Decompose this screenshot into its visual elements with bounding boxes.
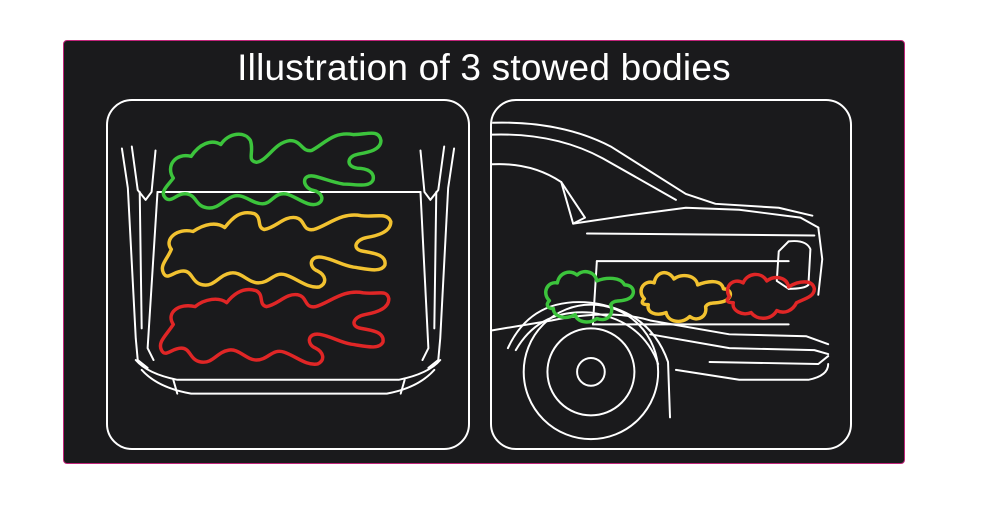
body-1-green-stowed xyxy=(544,269,636,324)
body-2-yellow-layer xyxy=(160,211,393,289)
trunk-interior-panel xyxy=(106,99,470,450)
diagram-board: Illustration of 3 stowed bodies xyxy=(63,40,905,464)
rear-wheel xyxy=(522,303,660,441)
body-3-red-stowed xyxy=(725,272,817,320)
body-2-yellow-stowed xyxy=(639,270,733,324)
trunk-interior-drawing xyxy=(120,131,456,395)
diagram-title: Illustration of 3 stowed bodies xyxy=(237,47,731,88)
body-3-red-layer xyxy=(158,287,391,366)
trunk-outline xyxy=(120,145,456,395)
body-1-green-layer xyxy=(161,131,383,210)
car-cutaway-drawing xyxy=(492,121,830,441)
car-outline xyxy=(492,121,830,419)
car-cutaway-panel xyxy=(490,99,852,450)
